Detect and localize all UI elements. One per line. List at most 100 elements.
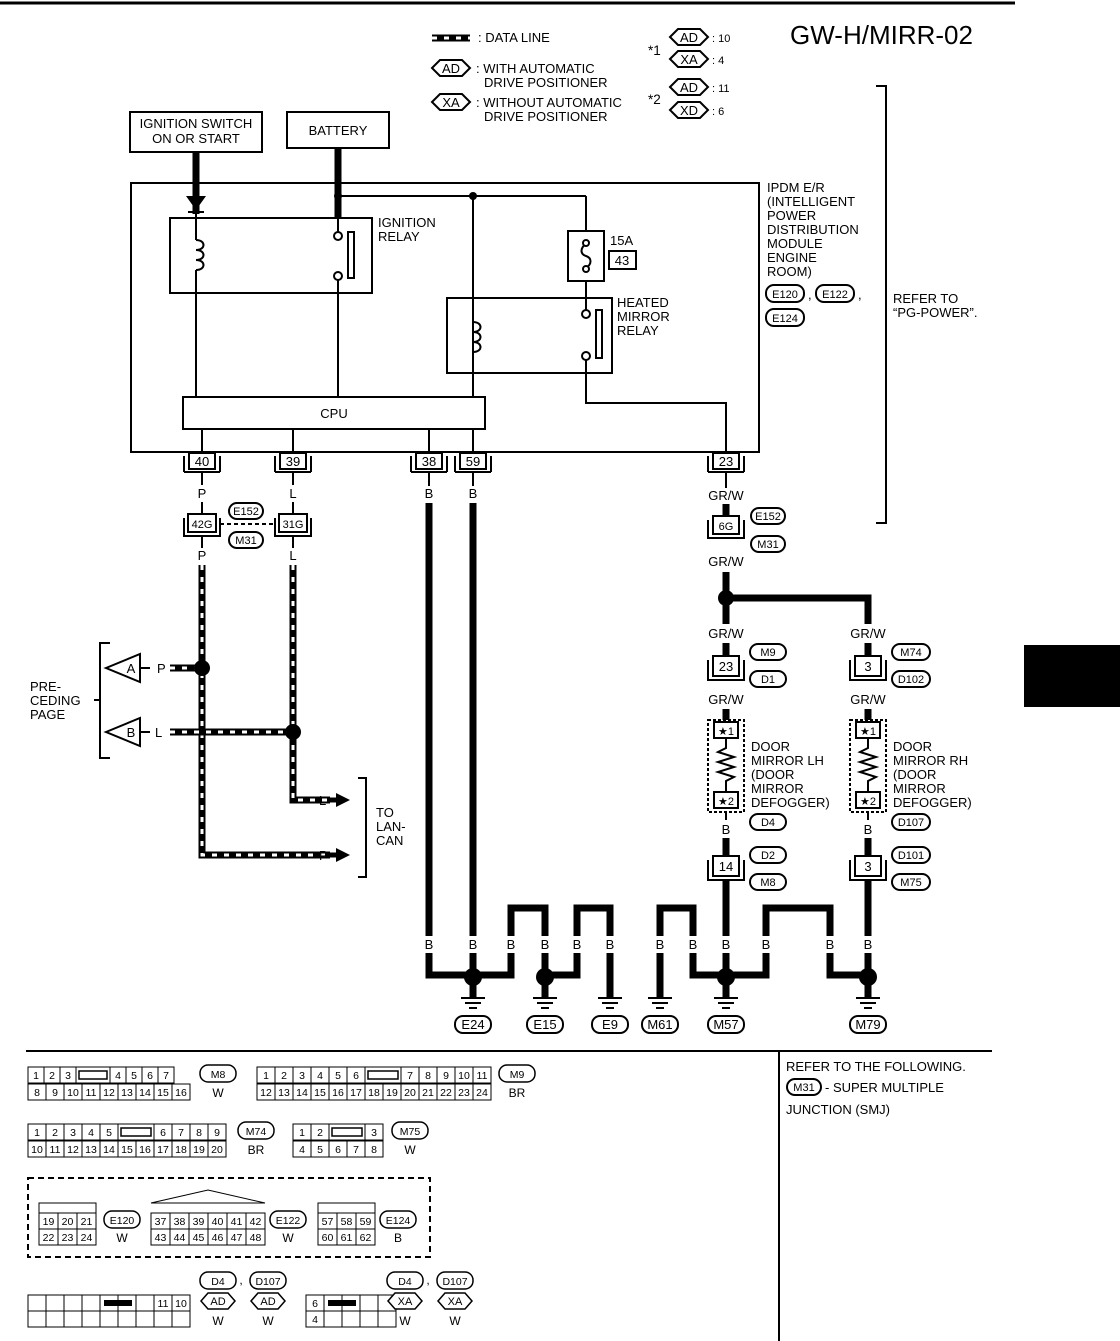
m9-row2-pin: 19 (386, 1087, 398, 1099)
d4ad-color1: W (212, 1314, 224, 1328)
m8-row1-pin: 3 (65, 1070, 71, 1082)
joint-42g (187, 513, 217, 533)
m75-tag-label: M75 (400, 1126, 421, 1138)
m9-color: BR (509, 1086, 526, 1100)
e122-row1-pin: 39 (193, 1216, 205, 1228)
d4xa-pin: 4 (312, 1314, 318, 1326)
heated-relay-contact (595, 309, 603, 359)
svg-text:40: 40 (195, 454, 209, 469)
svg-text:E152: E152 (233, 506, 259, 518)
d4ad-color2: W (262, 1314, 274, 1328)
e124-tag-label: E124 (386, 1215, 411, 1227)
door-mirror-lh: GR/W 23 M9 D1 GR/W ★1 ★2 DOOR MIRROR LH … (707, 626, 830, 936)
e122-row2-pin: 48 (250, 1232, 262, 1244)
svg-text:GR/W: GR/W (708, 692, 744, 707)
svg-text:D4: D4 (761, 817, 775, 829)
m74-row1-pin: 2 (52, 1127, 58, 1139)
svg-text:M75: M75 (900, 877, 921, 889)
d4ad-pin: 10 (175, 1298, 187, 1310)
ipdm-box (130, 182, 760, 453)
ipdm-label: IPDM E/R (INTELLIGENT POWER DISTRIBUTION… (767, 180, 859, 279)
svg-text:GR/W: GR/W (708, 626, 744, 641)
m74-row2-pin: 10 (31, 1144, 43, 1156)
m74-tag-label: M74 (246, 1126, 267, 1138)
svg-text:M57: M57 (713, 1017, 738, 1032)
e120-color: W (116, 1231, 128, 1245)
svg-text:14: 14 (719, 859, 733, 874)
svg-text:MIRROR: MIRROR (751, 781, 804, 796)
svg-text:DEFOGGER): DEFOGGER) (893, 795, 972, 810)
e124-row2-pin: 62 (360, 1232, 372, 1244)
e124-row1-pin: 57 (322, 1216, 334, 1228)
m9-row2-pin: 21 (422, 1087, 434, 1099)
data-lines (170, 565, 330, 859)
m75-row2-pin: 7 (353, 1144, 359, 1156)
m9-row2-pin: 18 (368, 1087, 380, 1099)
svg-text:XD: XD (680, 103, 698, 118)
e124-row1-pin: 58 (341, 1216, 353, 1228)
d4ad-ad2-hex-label: AD (260, 1296, 275, 1308)
d4xa-xa2-hex (437, 1292, 473, 1310)
svg-text:3: 3 (864, 659, 871, 674)
svg-text:GR/W: GR/W (850, 626, 886, 641)
e122-row1-pin: 40 (212, 1216, 224, 1228)
m8-row2-pin: 16 (175, 1087, 187, 1099)
legend-data-line: : DATA LINE (478, 30, 550, 45)
m8-row2-pin: 11 (86, 1087, 97, 1099)
m9-row2-pin: 23 (458, 1087, 470, 1099)
m9-row2-pin: 12 (260, 1087, 272, 1099)
svg-text:,: , (858, 287, 862, 302)
m8-row1-lock (78, 1070, 108, 1080)
d4xa-sep: , (426, 1273, 429, 1287)
svg-text:CAN: CAN (376, 833, 403, 848)
legend-ad-1: : WITH AUTOMATIC (476, 61, 595, 76)
svg-text:AD: AD (680, 80, 698, 95)
svg-text:M9: M9 (760, 647, 775, 659)
m8-row2-pin: 12 (103, 1087, 115, 1099)
d4ad-cell (81, 1294, 101, 1312)
d4ad-cell (63, 1294, 83, 1312)
svg-text:B: B (762, 937, 771, 952)
m8-row2-pin: 8 (34, 1087, 40, 1099)
m9-row1-pin: 9 (443, 1070, 449, 1082)
svg-text:HEATED: HEATED (617, 295, 669, 310)
cpu-block (182, 396, 486, 430)
svg-text:RELAY: RELAY (617, 323, 659, 338)
svg-text:: 4: : 4 (712, 55, 724, 67)
m74-row2-pin: 12 (67, 1144, 79, 1156)
svg-text:P: P (198, 548, 207, 563)
page-code: GW-H/MIRR-02 (790, 20, 973, 50)
m9-row1-pin: 3 (299, 1070, 305, 1082)
conn-e122-tag (815, 284, 855, 303)
svg-text:★2: ★2 (718, 796, 734, 808)
svg-text:6G: 6G (719, 521, 734, 533)
ad-symbol (430, 59, 472, 77)
d4ad-cell (117, 1310, 137, 1328)
m9-row1-pin: 1 (263, 1070, 269, 1082)
svg-text:: 11: : 11 (712, 83, 730, 95)
d4xa-cell (359, 1294, 379, 1312)
e124-tag (379, 1210, 417, 1229)
d4ad-cell (153, 1310, 173, 1328)
d4xa-lock (328, 1300, 356, 1306)
d4xa-d107-tag (436, 1271, 474, 1290)
d4ad-d107-tag-label: D107 (255, 1276, 280, 1288)
svg-text:★1: ★1 (860, 726, 876, 738)
svg-text:B: B (656, 937, 665, 952)
m9-row1-pin: 11 (477, 1070, 488, 1082)
m9-tag (498, 1064, 536, 1083)
svg-text:DEFOGGER): DEFOGGER) (751, 795, 830, 810)
m9-row1-pin: 4 (317, 1070, 323, 1082)
svg-text:ROOM): ROOM) (767, 264, 812, 279)
m74-tag (237, 1121, 275, 1140)
e124-color: B (394, 1231, 402, 1245)
m9-row2-pin: 14 (296, 1087, 308, 1099)
m9-row2-pin: 24 (476, 1087, 488, 1099)
svg-text:M79: M79 (855, 1017, 880, 1032)
d4ad-cell (27, 1310, 47, 1328)
svg-text:B: B (507, 937, 516, 952)
svg-text:M74: M74 (900, 647, 921, 659)
e120-tag-label: E120 (110, 1215, 135, 1227)
svg-text:43: 43 (615, 253, 629, 268)
lan-can-bracket (358, 777, 367, 878)
